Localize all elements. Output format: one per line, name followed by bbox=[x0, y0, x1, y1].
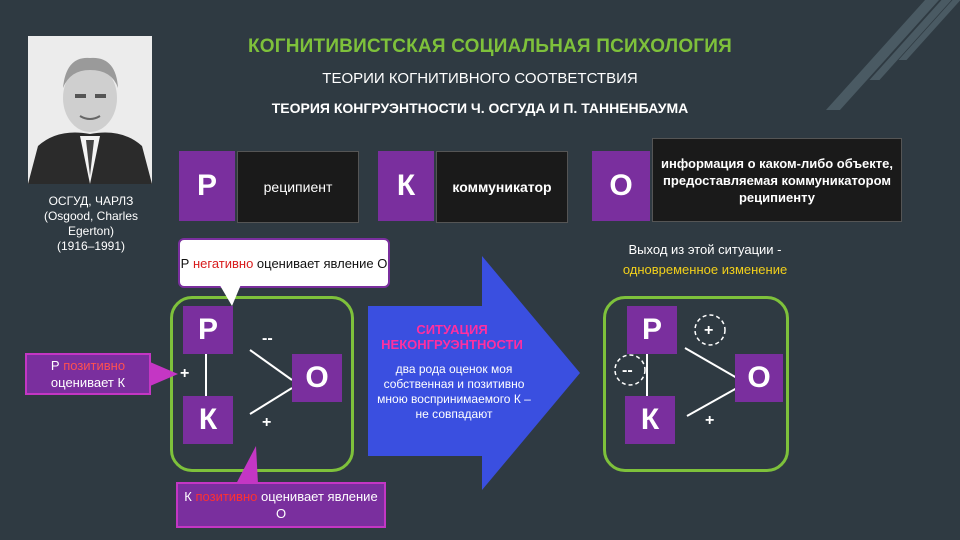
legend-o-text: информация о каком-либо объекте, предост… bbox=[659, 155, 895, 206]
callout-k-eval-o: К позитивно оценивает явление О bbox=[176, 482, 386, 528]
callout-p-eval-o: Р негативно оценивает явление О bbox=[178, 238, 390, 288]
callout-text: Р негативно оценивает явление О bbox=[181, 255, 388, 272]
callout-p-eval-k: Р позитивно оценивает К bbox=[25, 353, 151, 395]
exit-text: Выход из этой ситуации - одновременное и… bbox=[580, 240, 830, 280]
arrow-title-1: СИТУАЦИЯ bbox=[372, 322, 532, 337]
legend-p-letter: Р bbox=[197, 169, 217, 203]
caption-latin: (Osgood, Charles bbox=[20, 209, 162, 224]
arrow-title: СИТУАЦИЯ НЕКОНГРУЭНТНОСТИ bbox=[372, 322, 532, 352]
page-title: КОГНИТИВИСТСКАЯ СОЦИАЛЬНАЯ ПСИХОЛОГИЯ bbox=[140, 36, 840, 58]
legend-o-label: информация о каком-либо объекте, предост… bbox=[652, 138, 902, 222]
left-pk-sign: + bbox=[180, 365, 189, 383]
arrow-text: два рода оценок моя собственная и позити… bbox=[372, 362, 536, 422]
callout-text: Р позитивно оценивает К bbox=[27, 357, 149, 391]
arrow-title-2: НЕКОНГРУЭНТНОСТИ bbox=[372, 337, 532, 352]
right-o-letter: О bbox=[747, 361, 770, 395]
legend-k-text: коммуникатор bbox=[452, 179, 551, 195]
callout-pointer bbox=[216, 282, 246, 308]
right-p-letter: Р bbox=[642, 313, 662, 347]
right-k-letter: К bbox=[641, 403, 659, 437]
left-p-node: Р bbox=[183, 306, 233, 354]
right-po-sign: + bbox=[704, 322, 713, 340]
left-o-node: О bbox=[292, 354, 342, 402]
left-p-letter: Р bbox=[198, 313, 218, 347]
right-k-node: К bbox=[625, 396, 675, 444]
legend-k-letter: К bbox=[397, 169, 415, 203]
caption-years: (1916–1991) bbox=[20, 239, 162, 254]
right-pk-sign: -- bbox=[622, 362, 633, 380]
legend-o-box: О bbox=[592, 151, 650, 221]
caption-latin: Egerton) bbox=[20, 224, 162, 239]
right-o-node: О bbox=[735, 354, 783, 402]
legend-p-text: реципиент bbox=[264, 179, 333, 195]
legend-p-label: реципиент bbox=[237, 151, 359, 223]
callout-pointer bbox=[232, 446, 262, 484]
right-p-node: Р bbox=[627, 306, 677, 354]
exit-line-1: Выход из этой ситуации - bbox=[580, 240, 830, 260]
legend-p-box: Р bbox=[179, 151, 235, 221]
page-subtitle: ТЕОРИИ КОГНИТИВНОГО СООТВЕТСТВИЯ bbox=[200, 70, 760, 87]
exit-line-2: одновременное изменение bbox=[580, 260, 830, 280]
left-k-letter: К bbox=[199, 403, 217, 437]
caption-name: ОСГУД, ЧАРЛЗ bbox=[20, 194, 162, 209]
portrait-photo bbox=[28, 36, 152, 184]
callout-text: К позитивно оценивает явление О bbox=[178, 488, 384, 522]
left-k-node: К bbox=[183, 396, 233, 444]
left-ko-sign: + bbox=[262, 414, 271, 432]
right-ko-sign: + bbox=[705, 412, 714, 430]
left-po-sign: -- bbox=[262, 330, 273, 348]
callout-pointer bbox=[150, 360, 180, 390]
legend-k-box: К bbox=[378, 151, 434, 221]
legend-o-letter: О bbox=[609, 169, 632, 203]
portrait-caption: ОСГУД, ЧАРЛЗ (Osgood, Charles Egerton) (… bbox=[20, 194, 162, 254]
theory-title: ТЕОРИЯ КОНГРУЭНТНОСТИ Ч. ОСГУДА И П. ТАН… bbox=[160, 100, 800, 116]
legend-k-label: коммуникатор bbox=[436, 151, 568, 223]
left-o-letter: О bbox=[305, 361, 328, 395]
